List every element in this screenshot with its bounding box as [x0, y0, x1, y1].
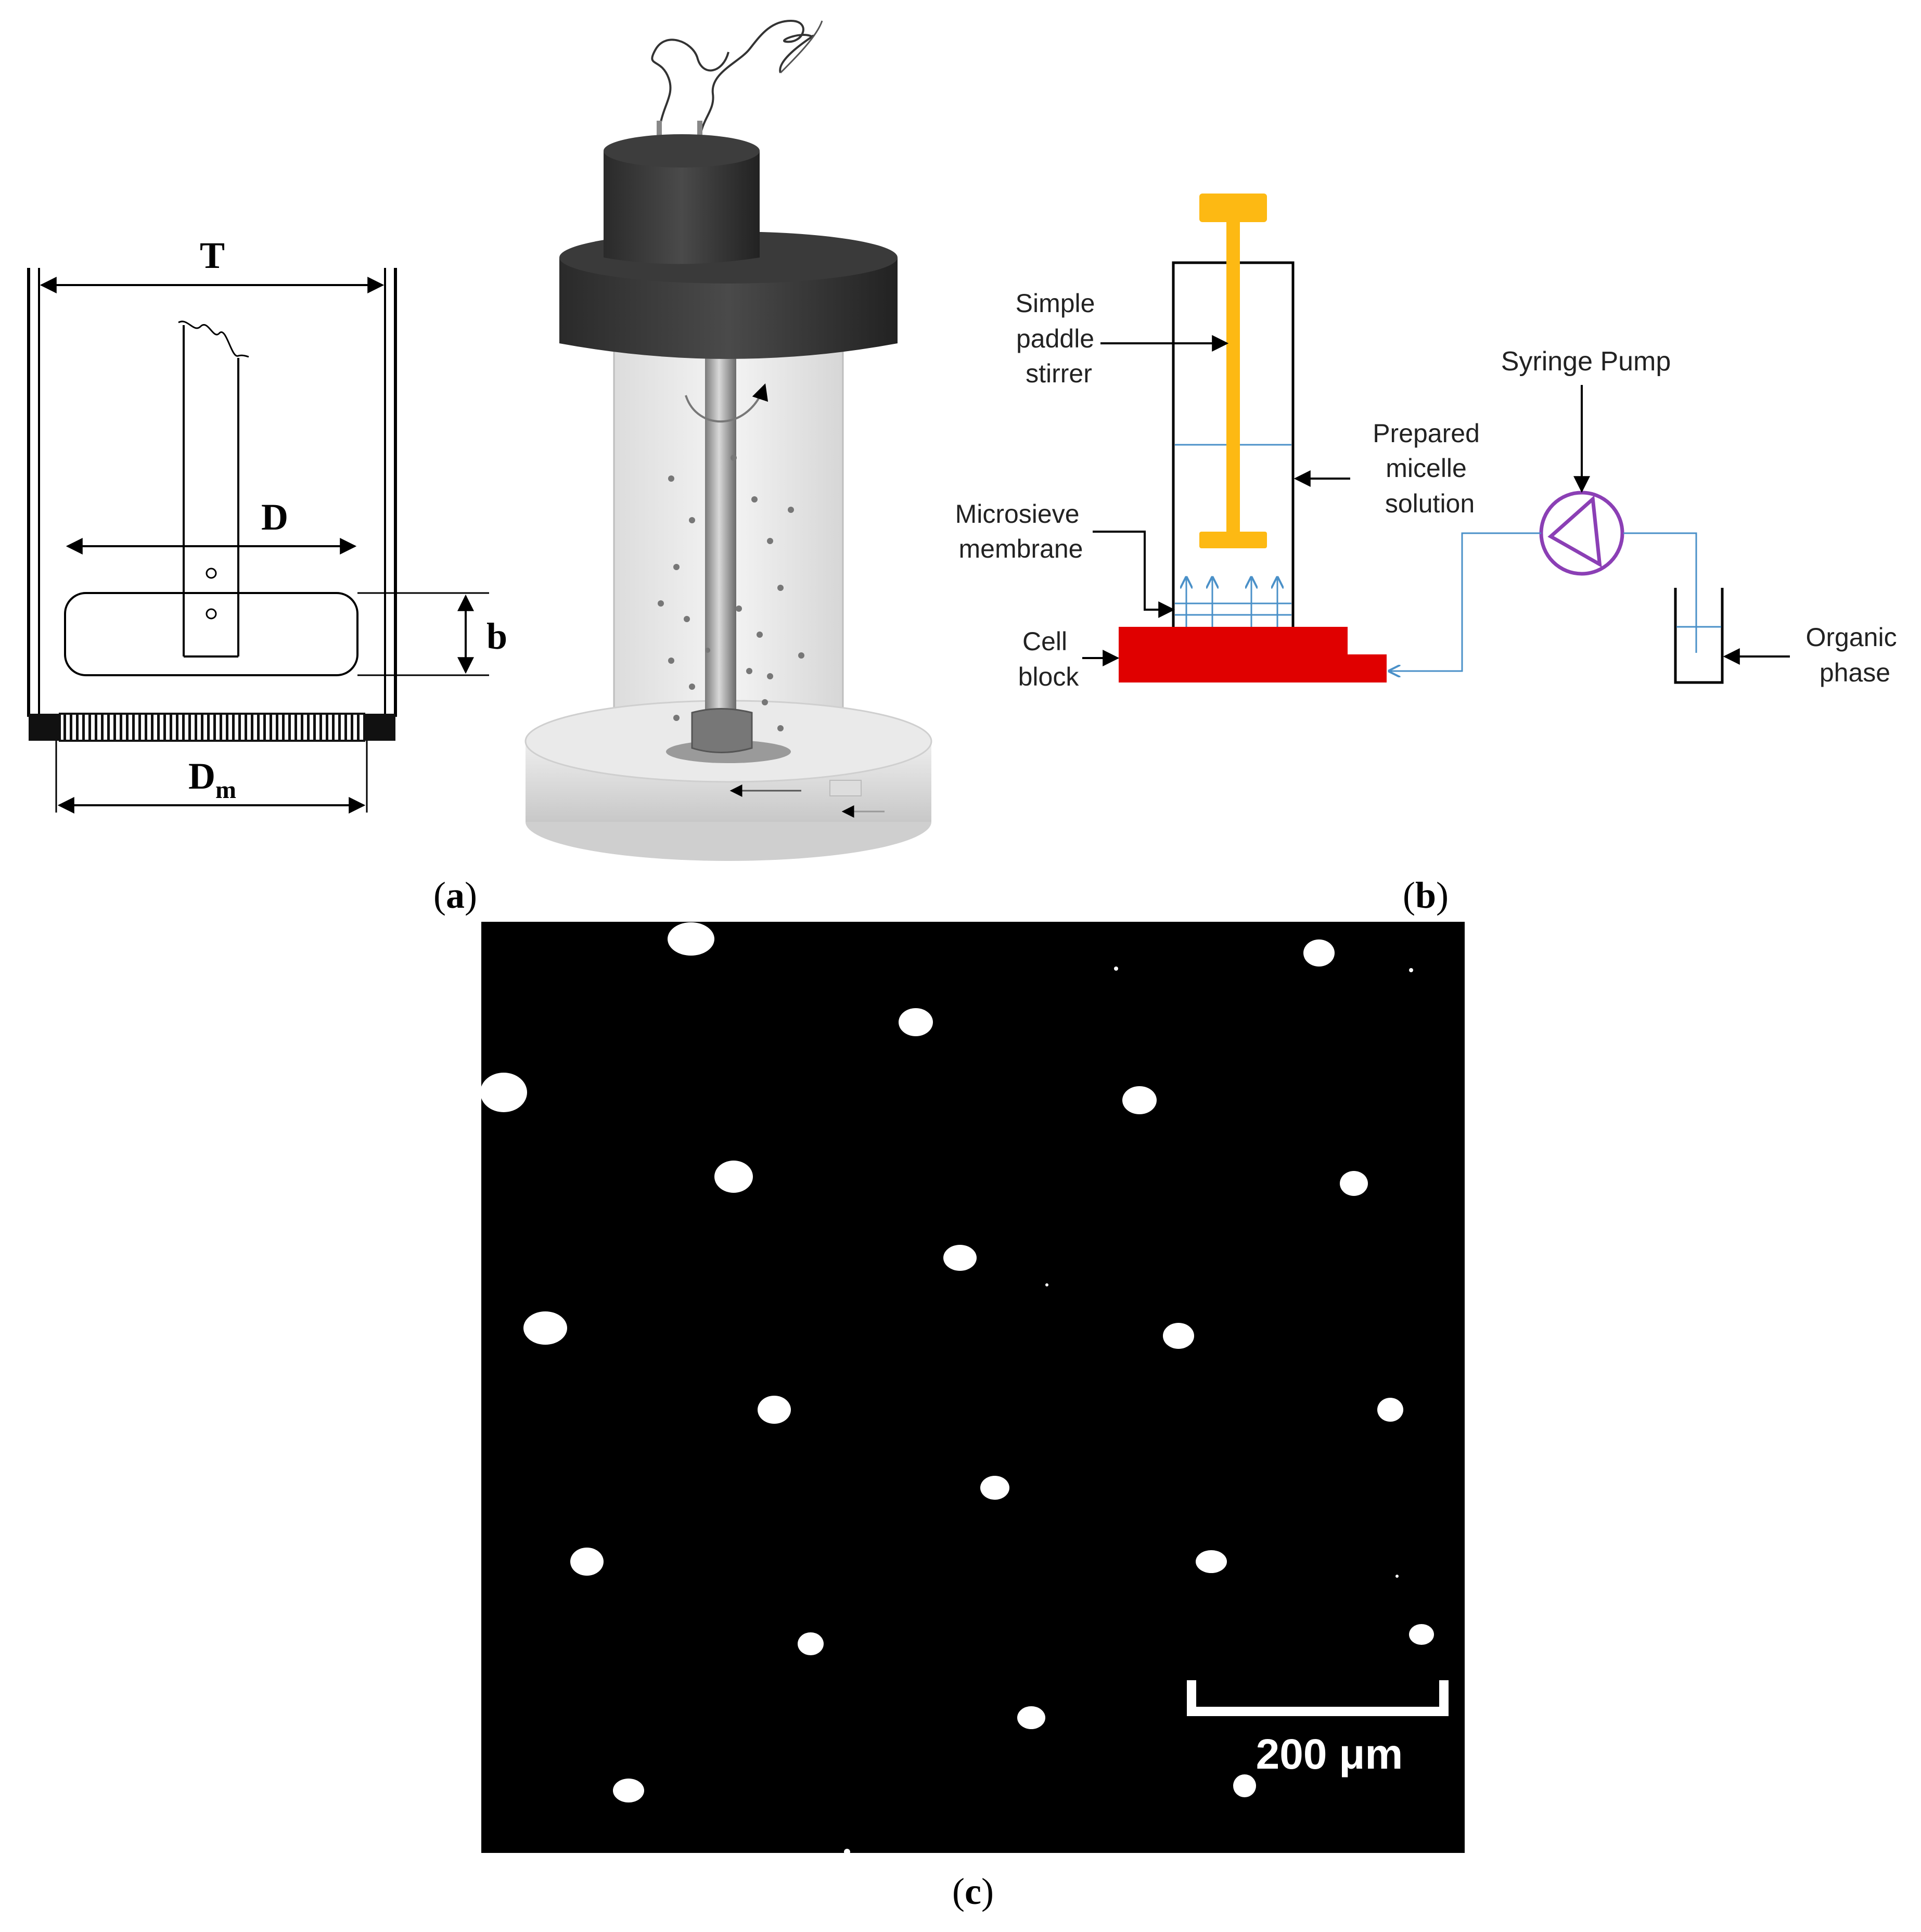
label-Dm-subscript: m [215, 776, 236, 804]
label-syringe-pump: Syringe Pump [1501, 346, 1671, 377]
inlet-port [829, 780, 862, 796]
membrane-hatch [59, 713, 365, 742]
label-membrane: Microsieve membrane [955, 499, 1087, 563]
label-micelle: Prepared micelle solution [1373, 419, 1487, 518]
label-b: b [486, 615, 507, 657]
cap-upper-top [604, 134, 760, 168]
caption-a: (a) [433, 874, 477, 916]
label-stirrer-line3: stirrer [1026, 359, 1092, 388]
shaft-hole-top [206, 568, 217, 579]
stirrer-rod [705, 343, 736, 744]
membrane-base-right-block [364, 714, 395, 741]
panel-a-schematic: T D b Dm [27, 235, 507, 814]
label-stirrer-line2: paddle [1016, 324, 1094, 353]
wire-tail [779, 20, 823, 74]
panel-a-3d-stirrer [524, 19, 932, 861]
membrane-base-left-block [29, 714, 60, 741]
caption-a-letter: a [446, 874, 465, 916]
wire-pin-right [697, 121, 702, 146]
caption-b: (b) [1403, 874, 1449, 916]
label-Dm-main: D [188, 755, 215, 797]
tube-pump-to-cell [1389, 532, 1541, 671]
droplets [480, 922, 1434, 1855]
label-micelle-line1: Prepared [1373, 419, 1480, 448]
scale-bar [1187, 1680, 1449, 1716]
label-membrane-line1: Microsieve [955, 499, 1080, 529]
label-membrane-line2: membrane [959, 534, 1083, 563]
panel-b-setup: Simple paddle stirrer Prepared micelle s… [955, 194, 1904, 691]
label-organic-phase: Organic phase [1806, 623, 1904, 687]
micrograph-background [481, 922, 1465, 1853]
caption-b-letter: b [1415, 874, 1436, 916]
label-organic-line1: Organic [1806, 623, 1897, 652]
panel-c-micrograph: 200 μm [480, 922, 1465, 1855]
scale-bar-label: 200 μm [1256, 1731, 1403, 1778]
cell-block [1119, 627, 1387, 682]
stirrer-paddle [1199, 532, 1267, 548]
label-organic-line2: phase [1820, 658, 1890, 687]
cap-upper [604, 151, 760, 264]
caption-c-letter: c [965, 1871, 981, 1912]
shaft-hole-bottom [206, 608, 217, 620]
wire-right [699, 19, 814, 144]
label-micelle-line2: micelle [1386, 454, 1467, 483]
flow-arrow [685, 383, 769, 423]
label-Dm: Dm [188, 755, 236, 804]
shaft-broken-top [178, 320, 249, 358]
wire-left [651, 38, 729, 144]
caption-c: (c) [952, 1871, 994, 1912]
wire-pin-left [657, 121, 662, 146]
label-stirrer: Simple paddle stirrer [1016, 289, 1103, 388]
tube-reservoir-to-pump [1623, 532, 1697, 653]
stirrer-top-cap [1199, 194, 1267, 222]
label-T: T [200, 235, 225, 276]
label-stirrer-line1: Simple [1016, 289, 1095, 318]
label-micelle-line3: solution [1385, 489, 1475, 518]
stirrer-shaft [1226, 221, 1240, 533]
label-cell-block: Cell block [1018, 627, 1080, 691]
impeller-head [691, 708, 753, 753]
syringe-pump-triangle [1547, 495, 1602, 568]
label-D: D [261, 496, 288, 538]
label-cell-block-line1: Cell [1022, 627, 1067, 656]
label-cell-block-line2: block [1018, 662, 1080, 691]
organic-beaker [1674, 588, 1724, 684]
arrow-membrane [1093, 531, 1175, 618]
cap-lower [559, 257, 898, 359]
flow-up-arrows [1186, 577, 1277, 627]
particles [658, 455, 804, 731]
paddle-blade [64, 592, 358, 676]
